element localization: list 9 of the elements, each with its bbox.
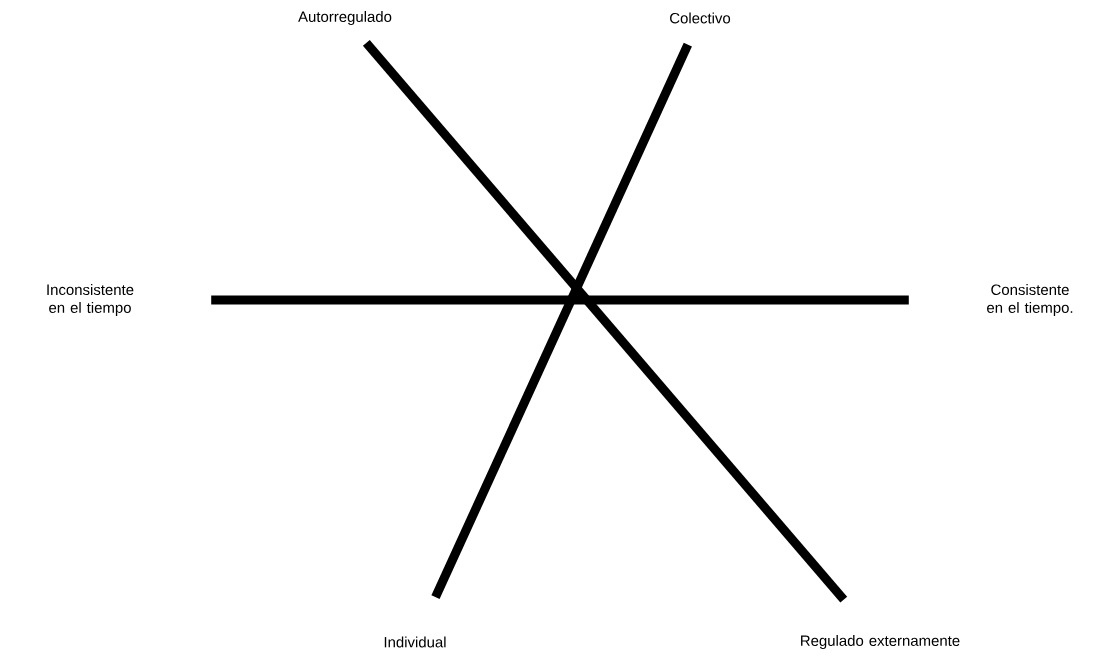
axis-line: [211, 295, 909, 305]
axis-label: Autorregulado: [298, 11, 392, 25]
axis-line: [431, 42, 692, 599]
axis-label: Individual: [384, 636, 446, 648]
axis-line: [362, 39, 848, 603]
axis-label: Colectivo: [670, 12, 731, 24]
axis-label: Consistente en el tiempo.: [987, 284, 1073, 316]
axis-label: Inconsistente en el tiempo: [47, 284, 134, 316]
axis-label: Regulado externamente: [801, 635, 960, 649]
